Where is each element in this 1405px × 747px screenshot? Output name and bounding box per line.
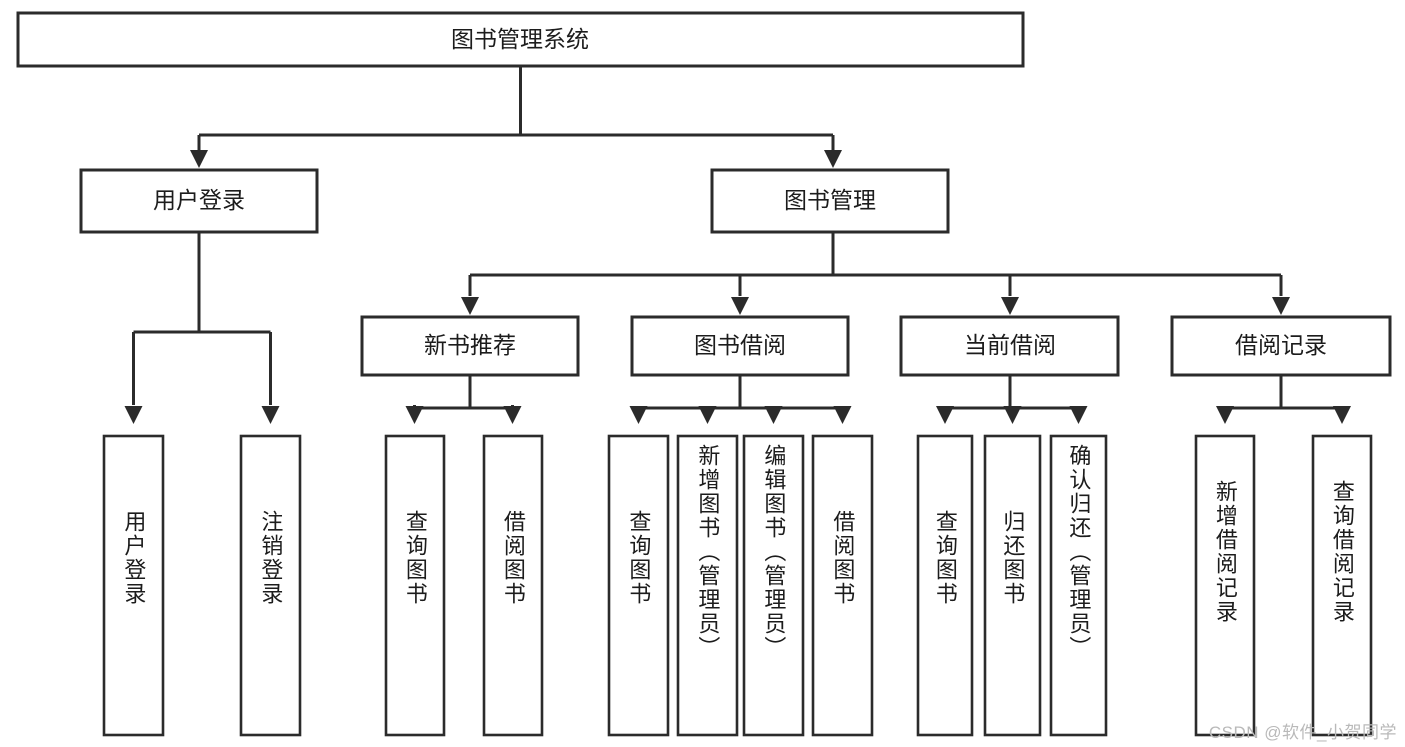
node-book-borrow[interactable]: 图书借阅 [630,315,850,377]
node-new-book-recommend-label: 新书推荐 [424,332,516,358]
arrow-to-leaf-add-book [698,406,717,424]
arrow-to-leaf-query-book-1 [405,406,424,424]
arrow-to-leaf-user-login [124,406,143,424]
node-user-login-label: 用户登录 [153,187,245,213]
node-borrow-records-label: 借阅记录 [1235,332,1327,358]
arrow-to-leaf-query-record [1333,406,1351,424]
node-new-book-recommend[interactable]: 新书推荐 [360,315,580,377]
leaf-boxes-user-login [102,434,302,737]
node-book-manage-label: 图书管理 [784,187,876,213]
arrow-to-leaf-logout [261,406,280,424]
connector-group-borrow-records [1216,375,1351,424]
node-root[interactable]: 图书管理系统 [16,11,1025,68]
arrow-to-borrow-records [1272,297,1290,315]
leaf-box-confirm-return[interactable] [1049,434,1108,737]
leaf-boxes-borrow-records [1194,434,1373,737]
arrow-to-leaf-add-record [1216,406,1234,424]
node-book-borrow-label: 图书借阅 [694,332,786,358]
leaf-boxes-current-borrow [916,434,1108,737]
connector-group-user-login [124,232,280,424]
node-current-borrow-label: 当前借阅 [964,332,1056,358]
leaf-box-query-book-3[interactable] [916,434,974,737]
connector-group-current-borrow [936,375,1088,424]
arrow-to-leaf-query-book-3 [936,406,954,424]
leaf-boxes-book-borrow [607,434,874,737]
node-user-login[interactable]: 用户登录 [79,168,319,234]
leaf-box-borrow-book-2[interactable] [811,434,874,737]
arrow-to-leaf-confirm-return [1069,406,1088,424]
arrow-to-leaf-return-book [1003,406,1022,424]
node-book-manage[interactable]: 图书管理 [710,168,950,234]
leaf-box-user-login[interactable] [102,434,165,737]
connector-group-root [190,66,842,168]
node-root-label: 图书管理系统 [451,26,589,52]
leaf-box-logout[interactable] [239,434,302,737]
arrow-to-current-borrow [1001,297,1019,315]
leaf-boxes-new-book-recommend [384,434,544,737]
leaf-box-borrow-book-1[interactable] [482,434,544,737]
leaf-box-query-book-1[interactable] [384,434,446,737]
connector-group-book-manage [461,232,1290,315]
watermark: CSDN @软件_小贺同学 [1208,723,1397,742]
arrow-to-leaf-query-book-2 [629,406,648,424]
arrow-to-leaf-borrow-book-2 [833,406,852,424]
arrow-to-user-login [190,150,208,168]
arrow-to-new-book-recommend [461,297,479,315]
leaf-box-query-book-2[interactable] [607,434,670,737]
node-current-borrow[interactable]: 当前借阅 [899,315,1120,377]
node-borrow-records[interactable]: 借阅记录 [1170,315,1392,377]
connector-group-book-borrow [629,375,852,424]
leaf-box-query-record[interactable] [1311,434,1373,737]
leaf-box-add-record[interactable] [1194,434,1256,737]
leaf-box-add-book[interactable] [676,434,739,737]
connector-group-new-book-recommend [405,375,522,424]
leaf-box-return-book[interactable] [983,434,1042,737]
arrow-to-leaf-borrow-book-1 [503,406,522,424]
leaf-box-edit-book[interactable] [742,434,805,737]
arrow-to-book-manage [824,150,842,168]
arrow-to-book-borrow [731,297,749,315]
arrow-to-leaf-edit-book [764,406,783,424]
